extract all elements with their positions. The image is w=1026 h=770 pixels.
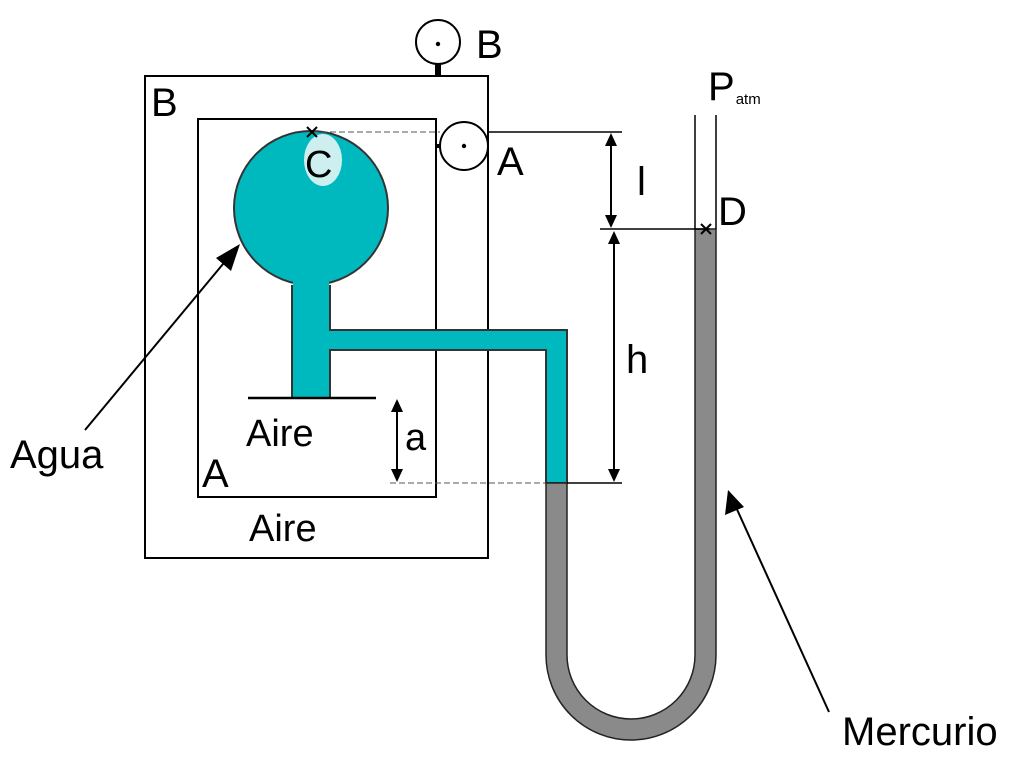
box-b [144, 75, 489, 559]
dimension-h-label: h [626, 338, 648, 382]
water-neck [293, 270, 329, 300]
mercury-u-tube [545, 115, 717, 741]
point-c-label: C [305, 144, 332, 186]
gauge-b-label: B [476, 23, 503, 67]
point-d-marker [700, 223, 712, 235]
agua-label: Agua [10, 433, 104, 477]
water-body [291, 285, 568, 484]
gauge-b-center [435, 41, 441, 47]
point-c-marker [306, 126, 318, 138]
aire-outer-label: Aire [249, 508, 317, 550]
box-b-label: B [151, 81, 178, 125]
dimension-l-label: l [637, 160, 646, 204]
box-a-label: A [202, 452, 229, 496]
agua-pointer-arrow [84, 244, 240, 431]
point-d-label: D [718, 190, 747, 234]
dimension-a-arrow [391, 399, 403, 482]
water-column [233, 130, 568, 484]
dimension-l-arrow [605, 133, 617, 228]
gauge-a-center [461, 143, 467, 149]
patm-label: Patm [708, 65, 761, 109]
dimension-h-arrow [608, 231, 620, 482]
box-a [197, 118, 437, 498]
patm-main: P [708, 65, 735, 109]
gauge-a-label: A [497, 140, 524, 184]
patm-subscript: atm [736, 91, 761, 108]
mercurio-label: Mercurio [842, 710, 998, 754]
aire-inner-label: Aire [246, 413, 314, 455]
mercurio-pointer-arrow [725, 490, 830, 713]
dimension-a-label: a [405, 417, 427, 459]
bubble-highlight [304, 134, 342, 186]
mercury-body [545, 228, 717, 741]
